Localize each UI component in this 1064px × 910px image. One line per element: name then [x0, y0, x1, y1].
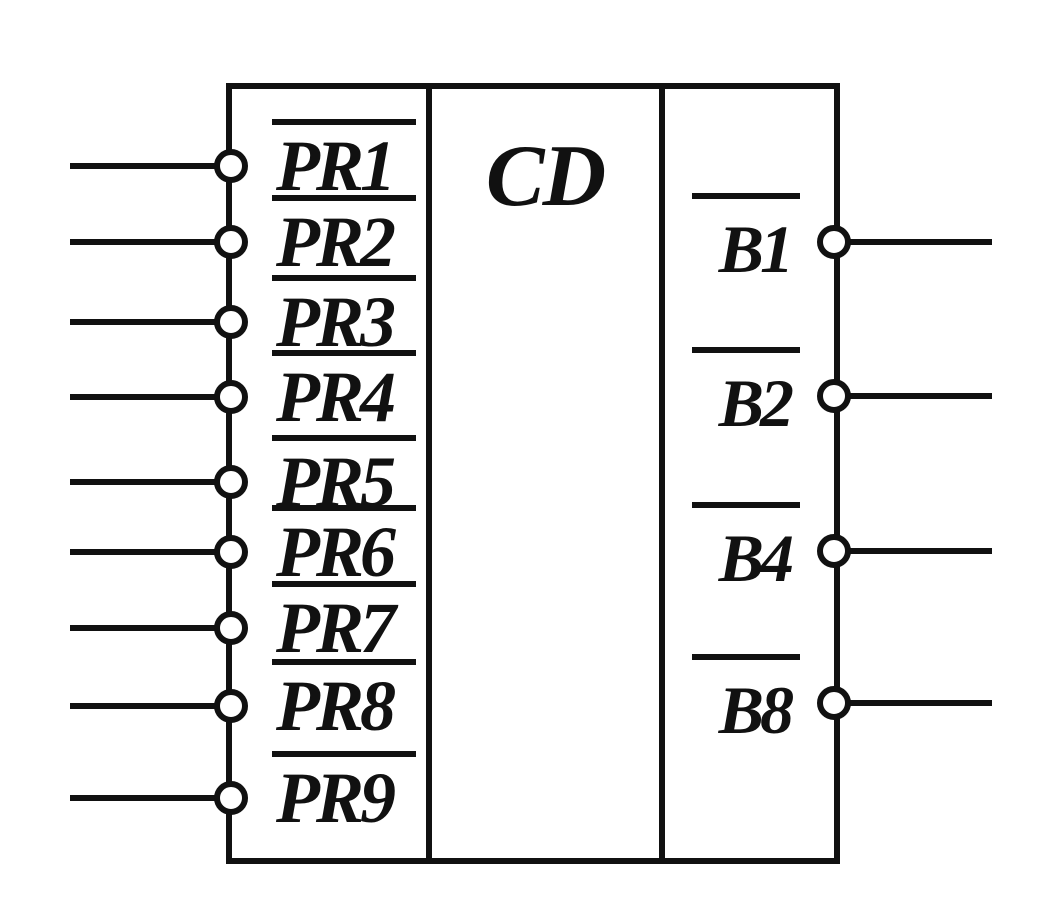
input-label: PR9 [275, 758, 395, 838]
input-pin-pr3: PR3 [70, 275, 416, 362]
output-pin-b4: B4 [692, 502, 992, 596]
inversion-bubble [214, 380, 248, 414]
inversion-bubble [817, 686, 851, 720]
block-title: CD [486, 128, 605, 225]
inversion-bubble [817, 379, 851, 413]
output-label: B1 [718, 211, 790, 287]
input-pin-pr7: PR7 [70, 581, 416, 668]
input-label: PR8 [275, 666, 395, 746]
input-label: PR7 [275, 588, 399, 668]
input-label: PR1 [275, 126, 392, 206]
inversion-bubble [817, 225, 851, 259]
inversion-bubble [214, 149, 248, 183]
inversion-bubble [214, 305, 248, 339]
input-pin-pr8: PR8 [70, 659, 416, 746]
inversion-bubble [214, 689, 248, 723]
input-label: PR4 [275, 357, 394, 437]
inversion-bubble [817, 534, 851, 568]
output-pin-b1: B1 [692, 193, 992, 287]
output-pin-b2: B2 [692, 347, 992, 441]
inversion-bubble [214, 781, 248, 815]
input-pin-pr6: PR6 [70, 505, 416, 592]
inversion-bubble [214, 535, 248, 569]
inversion-bubble [214, 465, 248, 499]
output-label: B2 [718, 365, 793, 441]
inversion-bubble [214, 225, 248, 259]
input-label: PR6 [275, 512, 396, 592]
output-pin-b8: B8 [692, 654, 992, 748]
input-pin-pr1: PR1 [70, 119, 416, 206]
output-label: B4 [718, 520, 792, 596]
input-label: PR3 [275, 282, 395, 362]
input-pin-pr2: PR2 [70, 195, 416, 282]
input-pin-pr4: PR4 [70, 350, 416, 437]
input-label: PR2 [275, 202, 395, 282]
input-pin-pr9: PR9 [70, 751, 416, 838]
inversion-bubble [214, 611, 248, 645]
output-label: B8 [718, 672, 793, 748]
